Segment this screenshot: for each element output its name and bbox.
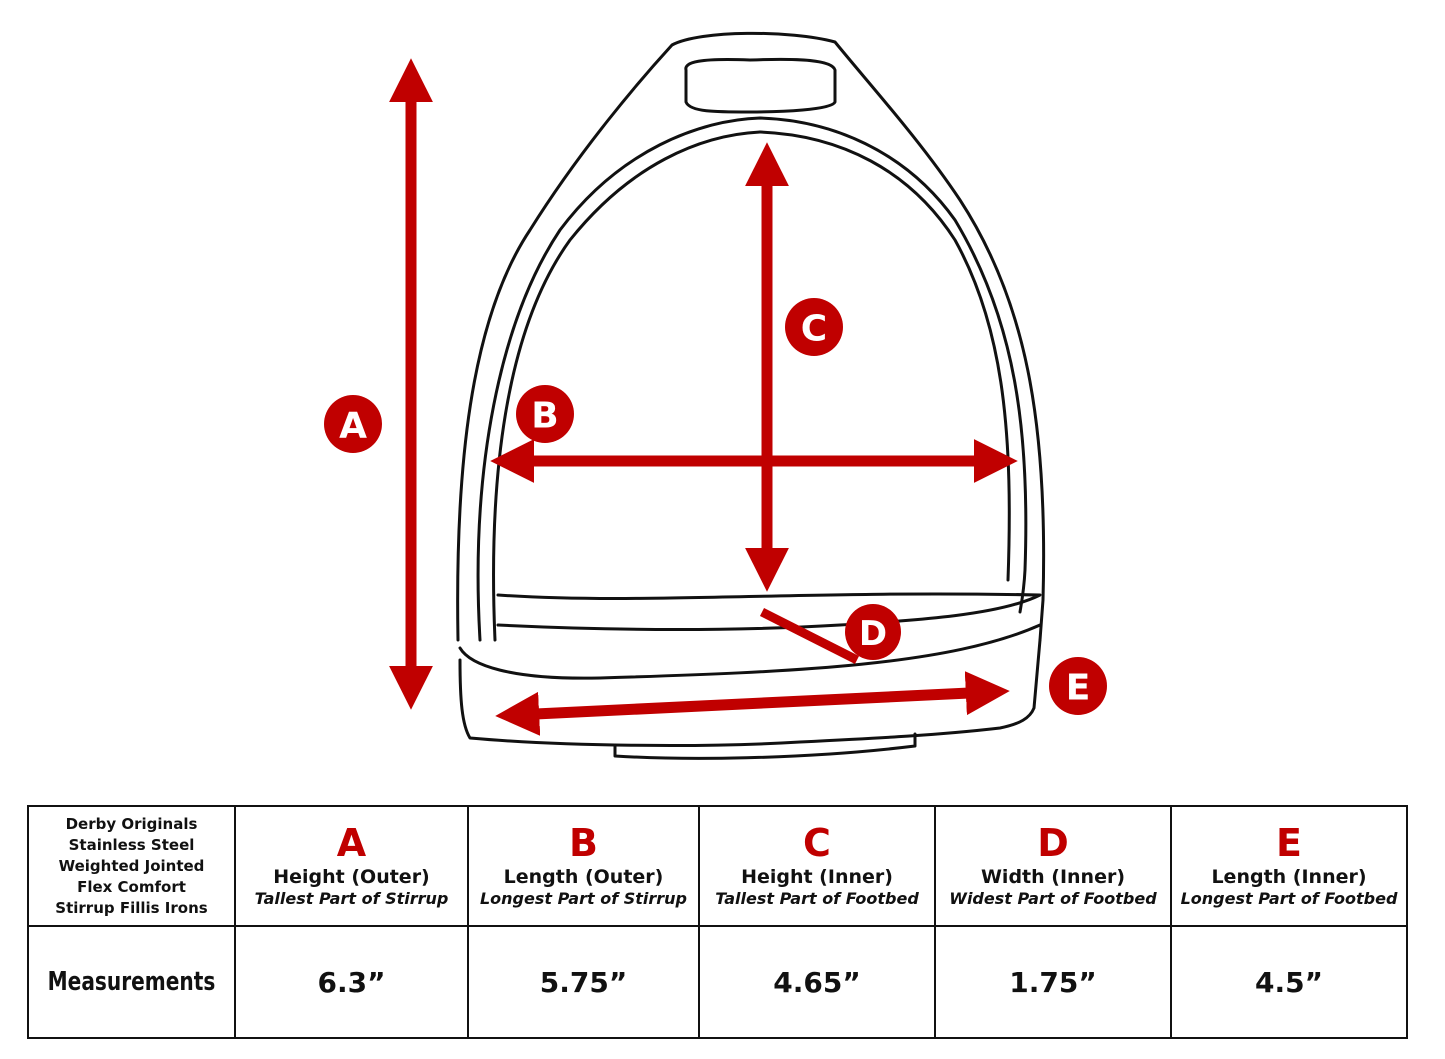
badge-b: B	[516, 385, 574, 443]
badge-a-label: A	[339, 406, 367, 447]
badge-d-label: D	[859, 614, 887, 654]
stirrup-footbed-top	[496, 592, 1042, 632]
stirrup-outer-frame	[456, 31, 1046, 642]
column-subtitle: Longest Part of Stirrup	[479, 889, 688, 908]
row-label-text: Measurements	[47, 967, 216, 997]
value-d: 1.75”	[934, 925, 1172, 1039]
value-a: 6.3”	[234, 925, 469, 1039]
column-header-e: E Length (Inner) Longest Part of Footbed	[1170, 805, 1408, 927]
badge-a: A	[324, 395, 382, 453]
column-letter: E	[1276, 821, 1302, 865]
product-line: Weighted Jointed	[58, 856, 205, 875]
measurement-table: Derby Originals Stainless Steel Weighted…	[27, 805, 1408, 1039]
product-line: Flex Comfort	[77, 877, 186, 896]
stirrup-inner-arch	[476, 116, 1028, 642]
column-letter: D	[1037, 821, 1069, 865]
column-title: Width (Inner)	[980, 866, 1126, 888]
product-name-cell: Derby Originals Stainless Steel Weighted…	[27, 805, 236, 927]
badge-c: C	[785, 298, 843, 356]
badge-e-label: E	[1066, 668, 1091, 709]
row-label-measurements: Measurements	[27, 925, 236, 1039]
stirrup-tread-base	[613, 732, 917, 760]
column-title: Height (Inner)	[741, 866, 893, 888]
column-header-c: C Height (Inner) Tallest Part of Footbed	[698, 805, 936, 927]
product-line: Derby Originals	[65, 814, 198, 833]
measurement-arrows	[389, 58, 1018, 736]
column-letter: B	[569, 821, 598, 865]
column-header-b: B Length (Outer) Longest Part of Stirrup	[467, 805, 700, 927]
value-e: 4.5”	[1170, 925, 1408, 1039]
column-letter: A	[336, 821, 367, 865]
table-row-measurements: Measurements 6.3” 5.75” 4.65” 1.75” 4.5”	[27, 925, 1408, 1039]
column-header-a: A Height (Outer) Tallest Part of Stirrup	[234, 805, 469, 927]
stirrup-diagram: A B C D E	[324, 31, 1107, 760]
value-b: 5.75”	[467, 925, 700, 1039]
column-title: Height (Outer)	[273, 866, 430, 888]
badge-b-label: B	[531, 396, 558, 437]
letter-badges: A B C D E	[324, 298, 1107, 715]
line-d-width-inner	[759, 607, 860, 665]
stirrup-top-eye	[684, 57, 837, 114]
stirrup-left-branch	[492, 130, 762, 642]
stirrup-outline	[456, 31, 1046, 760]
table-header-row: Derby Originals Stainless Steel Weighted…	[27, 805, 1408, 927]
column-subtitle: Widest Part of Footbed	[949, 889, 1157, 908]
column-subtitle: Tallest Part of Footbed	[715, 889, 919, 908]
product-line: Stainless Steel	[68, 835, 195, 854]
column-letter: C	[803, 821, 831, 865]
badge-e: E	[1049, 657, 1107, 715]
column-subtitle: Longest Part of Footbed	[1180, 889, 1398, 908]
column-subtitle: Tallest Part of Stirrup	[254, 889, 449, 908]
column-title: Length (Outer)	[503, 866, 664, 888]
badge-d: D	[845, 604, 901, 660]
arrow-e-length-inner	[495, 671, 1010, 736]
product-line: Stirrup Fillis Irons	[55, 898, 208, 917]
column-title: Length (Inner)	[1211, 866, 1367, 888]
value-c: 4.65”	[698, 925, 936, 1039]
stirrup-right-branch	[758, 130, 1011, 582]
column-header-d: D Width (Inner) Widest Part of Footbed	[934, 805, 1172, 927]
stirrup-footbed-front	[458, 623, 1042, 680]
badge-c-label: C	[801, 309, 827, 350]
